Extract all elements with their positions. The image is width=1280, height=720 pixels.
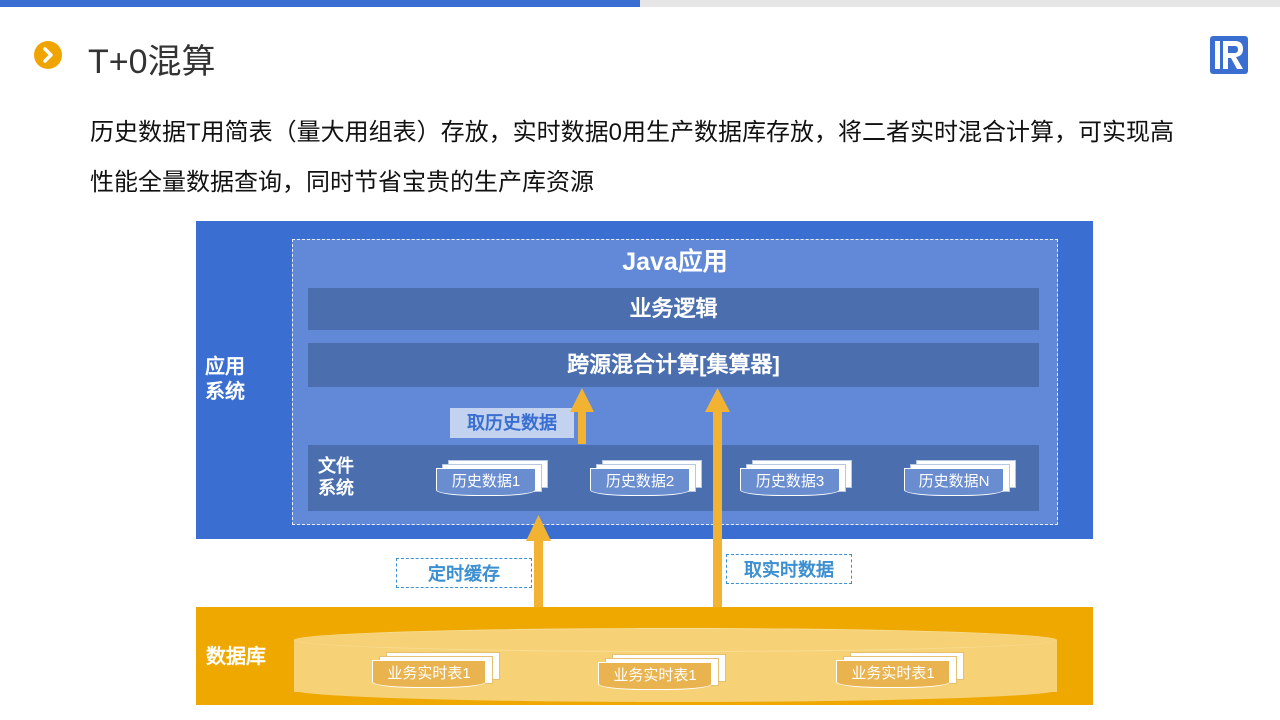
app-system-label-line-2: 系统 (205, 381, 245, 403)
history-file-n: 历史数据N (904, 460, 1018, 498)
page-title: T+0混算 (88, 43, 216, 81)
realtime-table-1-label: 业务实时表1 (372, 660, 486, 688)
history-file-n-label: 历史数据N (904, 468, 1004, 496)
history-file-3: 历史数据3 (740, 460, 854, 498)
java-app-title: Java应用 (622, 248, 728, 276)
history-file-1-label: 历史数据1 (436, 468, 536, 496)
app-system-label: 应用 系统 (205, 355, 245, 405)
file-system-label: 文件 系统 (318, 455, 354, 499)
file-system-label-line-1: 文件 (318, 456, 354, 476)
business-logic-bar: 业务逻辑 (308, 288, 1039, 330)
fetch-realtime-label: 取实时数据 (726, 554, 852, 584)
cache-arrow (526, 515, 551, 608)
realtime-table-2: 业务实时表1 (598, 654, 726, 692)
file-system-label-line-2: 系统 (318, 478, 354, 498)
database-label: 数据库 (206, 646, 266, 668)
cylinder-top (294, 628, 1057, 652)
history-file-3-label: 历史数据3 (740, 468, 840, 496)
fetch-history-arrow (570, 388, 594, 444)
brand-logo-icon (1210, 36, 1248, 74)
top-accent-bar (0, 0, 640, 7)
realtime-table-2-label: 业务实时表1 (598, 662, 712, 690)
realtime-table-1: 业务实时表1 (372, 652, 500, 690)
realtime-table-3-label: 业务实时表1 (836, 660, 950, 688)
description-line-1: 历史数据T用简表（量大用组表）存放，实时数据0用生产数据库存放，将二者实时混合计… (90, 119, 1175, 146)
description: 历史数据T用简表（量大用组表）存放，实时数据0用生产数据库存放，将二者实时混合计… (90, 108, 1200, 208)
realtime-table-3: 业务实时表1 (836, 652, 964, 690)
history-file-2: 历史数据2 (590, 460, 704, 498)
history-file-1: 历史数据1 (436, 460, 550, 498)
mixed-compute-bar: 跨源混合计算[集算器] (308, 343, 1039, 387)
app-system-label-line-1: 应用 (205, 356, 245, 378)
top-gray-bar (640, 0, 1280, 7)
history-file-2-label: 历史数据2 (590, 468, 690, 496)
fetch-history-label: 取历史数据 (450, 408, 574, 438)
description-line-2: 性能全量数据查询，同时节省宝贵的生产库资源 (90, 169, 594, 196)
chevron-right-icon (34, 41, 62, 69)
realtime-arrow (705, 388, 730, 610)
timed-cache-label: 定时缓存 (396, 558, 532, 588)
